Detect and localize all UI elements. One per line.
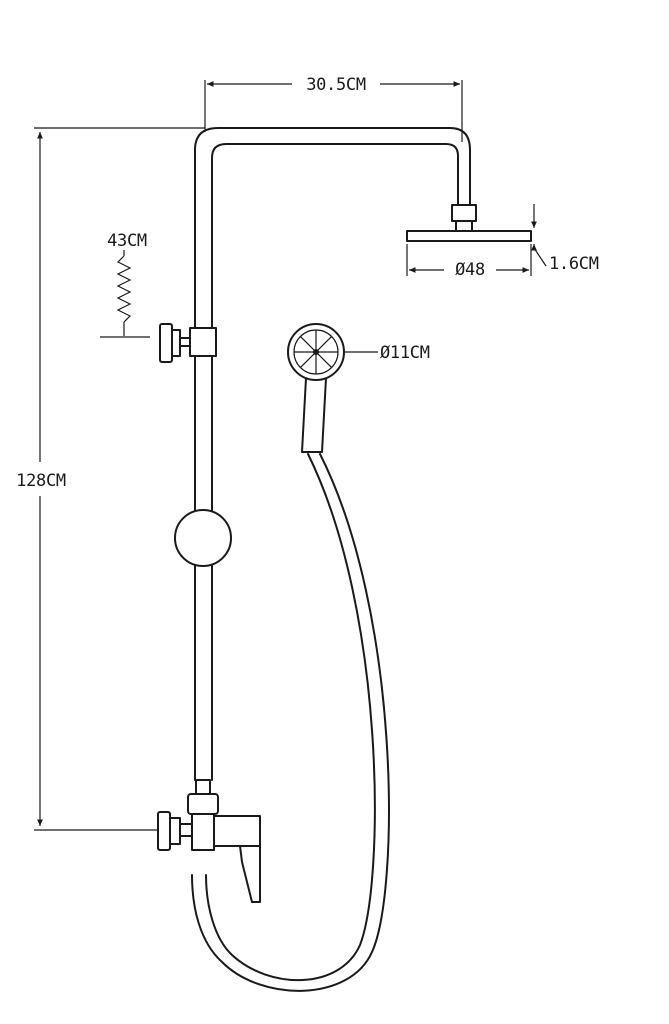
diverter-ball: [174, 509, 232, 567]
hand-shower: Ø11CM: [287, 323, 430, 453]
label-head-thickness: 1.6CM: [549, 254, 599, 274]
dim-slide-travel: 43CM: [100, 231, 150, 338]
hand-shower-spray-face: [293, 329, 339, 375]
label-head-diameter: Ø48: [455, 260, 485, 280]
dim-total-height: 128CM: [16, 127, 205, 831]
label-hand-diameter: Ø11CM: [380, 343, 430, 363]
slide-bracket: [159, 323, 217, 363]
mixer-valve: [157, 779, 261, 903]
label-arm-width: 30.5CM: [306, 75, 366, 95]
shower-hose: [191, 453, 390, 992]
dim-arm-width: 30.5CM: [204, 75, 463, 142]
label-slide-travel: 43CM: [107, 231, 147, 251]
overhead-shower-head: 1.6CM Ø48: [406, 204, 599, 280]
riser-pipe: [194, 127, 471, 781]
label-total-height: 128CM: [16, 471, 66, 491]
